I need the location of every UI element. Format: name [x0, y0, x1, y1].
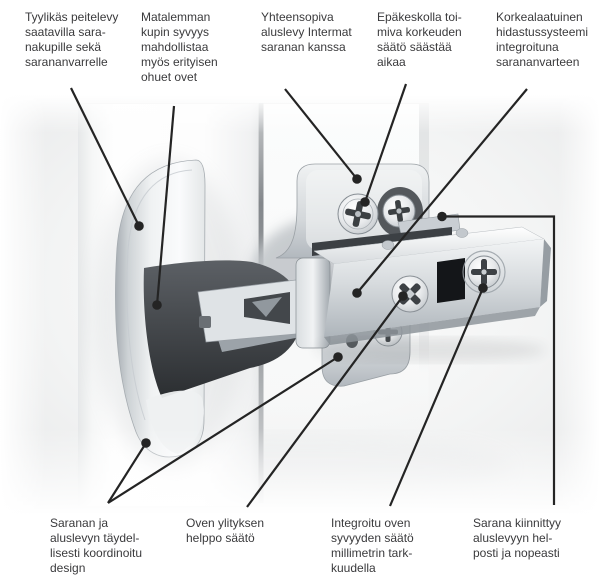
callout-line-depth-adjust	[388, 287, 485, 507]
arm-cup-section	[197, 277, 319, 343]
callout-line-damping	[356, 88, 528, 294]
callout-line-overlay-adjust	[246, 295, 404, 508]
arm-peg	[455, 228, 469, 238]
callout-line-design-b	[107, 356, 339, 504]
height-adjustment-screw	[337, 193, 379, 235]
arm-window	[437, 258, 465, 303]
callout-cover-cap: Tyylikäs peitelevy saatavilla sara- naku…	[25, 10, 119, 69]
callout-clip-on: Sarana kiinnittyy aluslevyyn hel- posti …	[473, 516, 562, 560]
callout-line-clip-on	[442, 215, 556, 505]
depth-adjustment-screw	[462, 250, 506, 294]
callout-line-height-adjust	[363, 83, 408, 203]
callout-overlay-adjust: Oven ylityksen helppo säätö	[186, 516, 265, 545]
side-adjustment-screw	[391, 275, 429, 313]
callout-line-cup-depth	[155, 105, 176, 306]
callout-line-design-a	[107, 442, 147, 504]
hinge-arm	[313, 226, 551, 362]
photo-fades	[0, 95, 600, 515]
callout-height-adjust: Epäkeskolla toi- miva korkeuden säätö sä…	[377, 10, 462, 69]
callout-plate-compat: Yhteensopiva aluslevy Intermat saranan k…	[261, 10, 352, 54]
callout-cup-depth: Matalemman kupin syvyys mahdollistaa myö…	[141, 10, 218, 84]
callout-damping: Korkealaatuinen hidastussysteemi integro…	[496, 10, 589, 69]
callout-line-plate-compat	[284, 88, 358, 180]
callout-line-cover-cap	[70, 87, 140, 227]
callout-lines	[70, 83, 556, 508]
arm-peg	[381, 240, 395, 250]
callout-depth-adjust: Integroitu oven syvyyden säätö millimetr…	[331, 516, 414, 575]
callout-coordinated-design: Saranan ja aluslevyn täydel- lisesti koo…	[50, 516, 143, 575]
plate-screw	[382, 194, 416, 228]
